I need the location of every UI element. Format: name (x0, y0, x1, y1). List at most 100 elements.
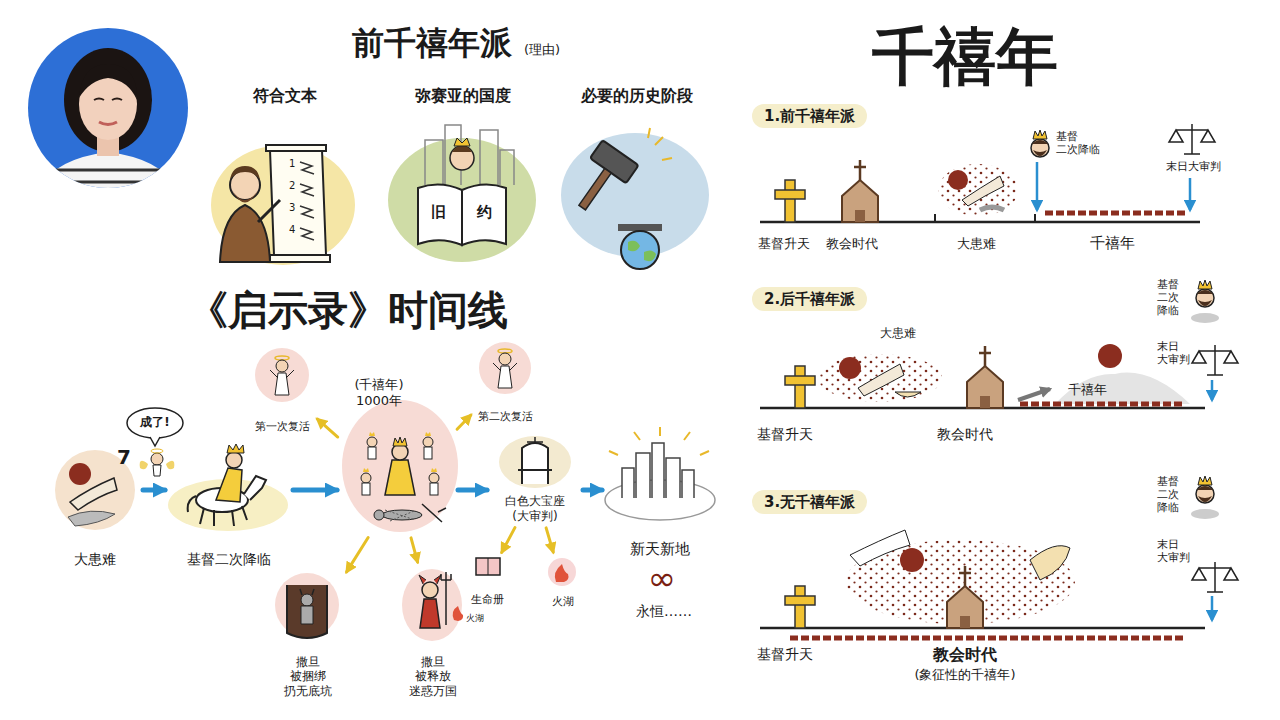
section-note: (理由) (524, 42, 560, 58)
bible-city-illustration (388, 125, 536, 262)
view-pill: 3.无千禧年派 (752, 490, 867, 514)
gavel-globe-illustration (579, 168, 611, 209)
stage-label: 新天新地 (630, 540, 690, 558)
premillennial-timeline (842, 160, 878, 222)
resurrection-illustration (276, 360, 288, 372)
angel-speech-bubble (127, 408, 183, 476)
portrait-photo (35, 152, 181, 200)
postmillennial-timeline (1192, 345, 1238, 375)
amillennial-timeline (1192, 562, 1238, 592)
angel-speech-bubble (150, 437, 160, 446)
stage-label: (千禧年) 1000年 (342, 377, 416, 408)
scroll-illustration (211, 145, 355, 265)
postmillennial-timeline (818, 354, 942, 402)
flow-arrow (143, 488, 165, 493)
bible-city-illustration (462, 184, 506, 245)
new-heaven-earth-illustration (609, 427, 709, 455)
postmillennial-timeline (785, 366, 815, 408)
resurrection-illustration (275, 373, 289, 395)
view-pill: 2.后千禧年派 (752, 287, 867, 311)
angel-speech-bubble (151, 449, 163, 453)
lake-of-fire-icon (555, 564, 569, 582)
millennium-reign-illustration (363, 432, 437, 472)
amillennial-timeline (760, 476, 1238, 638)
angel-speech-bubble (151, 453, 163, 465)
tribulation-illustration (70, 478, 117, 510)
flow-arrow (317, 419, 337, 437)
postmillennial-timeline (839, 357, 861, 379)
timeline-stage: 新天新地 (605, 430, 715, 560)
millennium-reign-illustration (429, 473, 439, 483)
event-label: 生命册 (471, 593, 504, 606)
gavel-globe-illustration (564, 140, 638, 220)
book-of-life-icon (476, 558, 500, 575)
timeline-label: 基督 二次降临 (1056, 130, 1106, 156)
speech-text: 成了! (140, 415, 169, 429)
side-event: 第一次复活 (250, 340, 315, 435)
timeline-label: 教会时代 (826, 236, 878, 252)
premillennial-timeline (760, 124, 1215, 222)
second-coming-illustration (188, 496, 196, 512)
flow-arrow (583, 488, 602, 493)
millennium-reign-illustration (393, 437, 407, 446)
scroll-illustration (230, 166, 260, 180)
bottomless-pit-illustration (301, 594, 313, 606)
timeline-label: 基督升天 (757, 426, 813, 443)
millennium-reign-illustration (430, 483, 438, 495)
bottomless-pit-illustration (287, 585, 327, 638)
postmillennial-timeline (1020, 402, 1185, 407)
premillennial-timeline (775, 180, 805, 222)
satan-released-illustration (402, 569, 462, 641)
amillennial-timeline (790, 636, 1185, 641)
new-heaven-earth-illustration (605, 427, 715, 520)
satan-released-illustration (422, 582, 438, 598)
resurrection-illustration (479, 342, 531, 394)
premillennial-timeline (760, 221, 1200, 224)
second-coming-illustration (244, 476, 266, 500)
flow-arrow (458, 488, 487, 493)
reason-panel: 必要的历史阶段 (557, 84, 717, 270)
amillennial-timeline (1196, 476, 1214, 503)
bottomless-pit-illustration (275, 573, 339, 637)
resurrection-illustration (270, 370, 294, 378)
flow-arrow (502, 528, 515, 553)
amillennial-timeline (1191, 509, 1219, 519)
premillennial-timeline (1169, 124, 1215, 154)
premillennial-timeline (938, 164, 1018, 216)
amillennial-timeline (1030, 546, 1070, 580)
flow-arrow (411, 538, 418, 562)
scroll-illustration (220, 205, 270, 262)
scroll-illustration (300, 162, 314, 240)
timeline-label: 教会时代 (933, 645, 997, 664)
bottomless-pit-illustration (301, 606, 313, 624)
resurrection-illustration (498, 366, 512, 388)
new-heaven-earth-illustration (622, 443, 694, 498)
premillennial-timeline (934, 214, 936, 222)
timeline-stage: 白色大宝座 (大审判) (490, 435, 580, 525)
side-event: 第二次复活 (473, 340, 537, 425)
second-coming-illustration (200, 506, 247, 526)
millennium-reign-illustration (423, 437, 433, 447)
millennium-reign-illustration (385, 460, 415, 495)
side-event: 生命册 (455, 555, 520, 608)
portrait-photo (38, 170, 178, 194)
flow-arrow (546, 528, 553, 552)
scroll-number: 2 (289, 180, 295, 192)
portrait-photo (79, 64, 137, 100)
callout-number: 7 (117, 445, 131, 469)
millennium-reign-illustration (424, 447, 432, 459)
scroll-illustration (266, 145, 326, 151)
premillennial-timeline (962, 176, 1004, 206)
angel-speech-bubble (153, 465, 161, 476)
postmillennial-timeline (858, 364, 904, 396)
flow-arrow (457, 415, 471, 429)
scroll-number: 3 (289, 202, 295, 214)
amillennial-timeline (1211, 596, 1214, 620)
resurrection-illustration (499, 353, 511, 365)
scroll-number: 1 (289, 158, 295, 170)
resurrection-illustration (275, 356, 289, 360)
second-coming-illustration (168, 444, 288, 531)
millennium-reign-illustration (361, 473, 371, 483)
timeline-label: 基督升天 (757, 646, 813, 663)
